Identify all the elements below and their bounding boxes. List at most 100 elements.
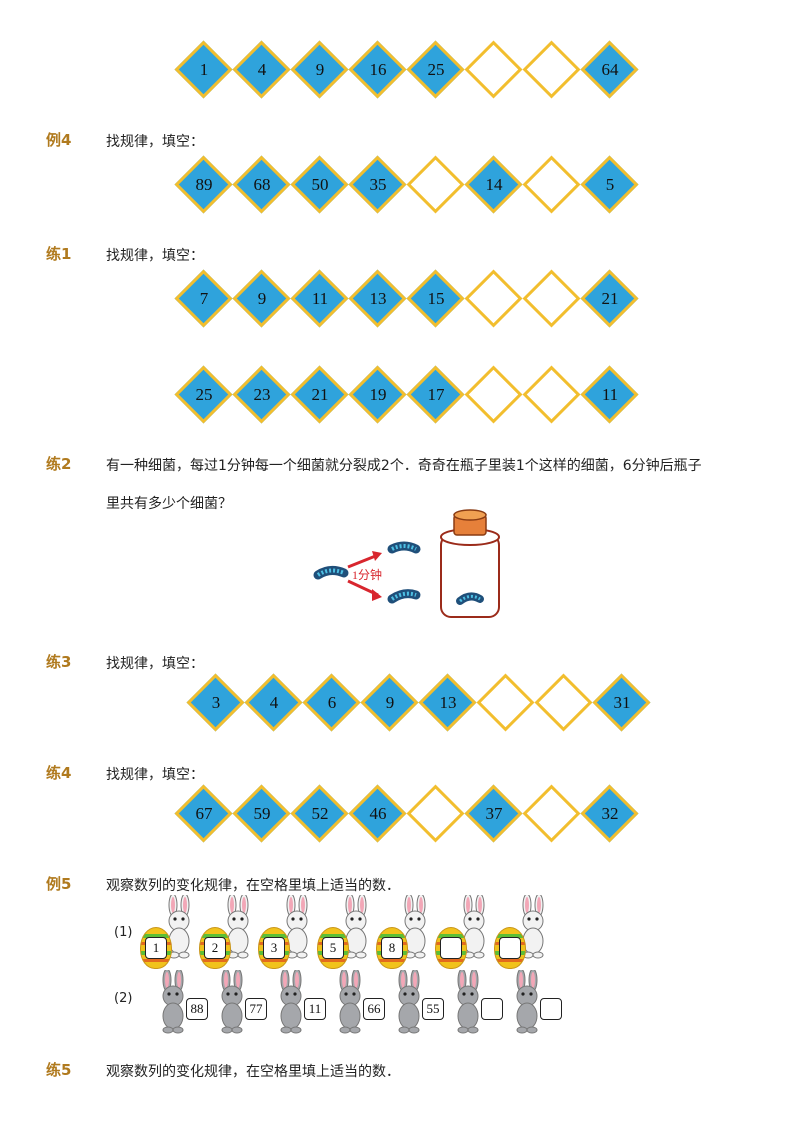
instruction-lian4: 找规律，填空： <box>106 767 204 783</box>
diamond-value <box>477 675 535 731</box>
instruction-lian5: 观察数列的变化规律，在空格里填上适当的数． <box>106 1064 400 1080</box>
diamond-value: 89 <box>195 175 213 194</box>
number-card: 66 <box>363 998 385 1020</box>
number-card: 2 <box>204 937 226 959</box>
diamond-value: 9 <box>257 289 267 308</box>
label-li5: 例5 <box>46 875 72 893</box>
diamond-row-lian1b: 25 23 21 19 17 11 <box>174 365 645 424</box>
bunny-icon <box>162 893 196 963</box>
arrow-label: 1分钟 <box>352 567 382 582</box>
diamond-value: 23 <box>253 385 271 404</box>
diamond-value: 17 <box>427 385 445 404</box>
diamond-value: 16 <box>369 60 387 79</box>
diamond-value: 3 <box>211 693 221 712</box>
arrow-up-icon <box>347 551 382 569</box>
label-lian3: 练3 <box>46 653 72 671</box>
diamond-value: 32 <box>601 804 619 823</box>
instruction-lian2: 有一种细菌，每过1分钟每一个细菌就分裂成2个．奇奇在瓶子里装1个这样的细菌，6分… <box>106 458 702 474</box>
blank-card[interactable] <box>440 937 462 959</box>
diamond-value: 64 <box>601 60 619 79</box>
diamond-value: 4 <box>257 60 267 79</box>
bunny-icon <box>457 893 491 963</box>
diamond-value: 11 <box>311 289 329 308</box>
bunny-icon <box>215 968 249 1038</box>
bacteria-illustration: 1分钟 <box>313 541 421 604</box>
diamond-value: 25 <box>195 385 213 404</box>
diamond-value: 35 <box>369 175 387 194</box>
label-lian2: 练2 <box>46 455 72 473</box>
diamond-row-lian4: 67 59 52 46 37 32 <box>174 784 645 843</box>
bacterium-icon <box>387 589 421 604</box>
diamond-value: 4 <box>269 693 279 712</box>
diamond-value: 5 <box>605 175 615 194</box>
bunny-icon <box>451 968 485 1038</box>
diamond-value: 9 <box>385 693 395 712</box>
diamond-value <box>523 42 581 98</box>
diamond-value: 68 <box>253 175 271 194</box>
diamond-value: 1 <box>199 60 209 79</box>
diamond-value: 46 <box>369 804 387 823</box>
number-card: 8 <box>381 937 403 959</box>
blank-card[interactable] <box>481 998 503 1020</box>
instruction-lian2-line2: 里共有多少个细菌？ <box>106 496 232 512</box>
bunny-sequence: 88 77 11 66 55 <box>140 968 570 1034</box>
diamond-value <box>523 157 581 213</box>
diamond-value: 31 <box>613 693 631 712</box>
diamond-value: 37 <box>485 804 503 823</box>
bunny-icon <box>156 968 190 1038</box>
diamond-value: 11 <box>601 385 619 404</box>
number-card: 88 <box>186 998 208 1020</box>
blank-card[interactable] <box>540 998 562 1020</box>
bacterium-icon <box>313 565 349 580</box>
diamond-value <box>465 271 523 327</box>
blank-card[interactable] <box>499 937 521 959</box>
label-lian4: 练4 <box>46 764 72 782</box>
bacterium-icon <box>387 541 421 554</box>
diamond-row-li4: 89 68 50 35 14 5 <box>174 155 645 214</box>
diamond-row-lian1a: 7 9 11 13 15 21 <box>174 269 645 328</box>
diamond-value: 21 <box>601 289 619 308</box>
diamond-value <box>535 675 593 731</box>
diamond-value: 50 <box>311 175 329 194</box>
bunny-icon <box>221 893 255 963</box>
instruction-lian1: 找规律，填空： <box>106 248 204 264</box>
instruction-li4: 找规律，填空： <box>106 134 204 150</box>
bunny-icon <box>274 968 308 1038</box>
diamond-value <box>407 786 465 842</box>
bunny-icon <box>280 893 314 963</box>
diamond-value: 13 <box>369 289 387 308</box>
bunny-icon <box>339 893 373 963</box>
diamond-value <box>523 271 581 327</box>
diamond-value: 15 <box>427 289 445 308</box>
bunny-icon <box>510 968 544 1038</box>
diamond-value: 13 <box>439 693 457 712</box>
label-lian1: 练1 <box>46 245 72 263</box>
number-card: 5 <box>322 937 344 959</box>
diamond-value: 19 <box>369 385 387 404</box>
diamond-value: 7 <box>199 289 209 308</box>
number-card: 11 <box>304 998 326 1020</box>
number-card: 3 <box>263 937 285 959</box>
label-li4: 例4 <box>46 131 72 149</box>
diamond-value: 21 <box>311 385 329 404</box>
number-card: 55 <box>422 998 444 1020</box>
instruction-lian3: 找规律，填空： <box>106 656 204 672</box>
sub-label-1: (1) <box>114 925 133 940</box>
bunny-icon <box>516 893 550 963</box>
diamond-value <box>523 786 581 842</box>
number-card: 77 <box>245 998 267 1020</box>
sub-label-2: (2) <box>114 991 133 1006</box>
arrow-down-icon <box>347 579 382 601</box>
diamond-value <box>407 157 465 213</box>
diamond-value: 67 <box>195 804 213 823</box>
bottle-icon <box>440 509 500 618</box>
bunny-icon <box>398 893 432 963</box>
diamond-value: 9 <box>315 60 325 79</box>
diamond-value: 52 <box>311 804 329 823</box>
diamond-value: 14 <box>485 175 503 194</box>
bunny-icon <box>392 968 426 1038</box>
diamond-value: 59 <box>253 804 271 823</box>
